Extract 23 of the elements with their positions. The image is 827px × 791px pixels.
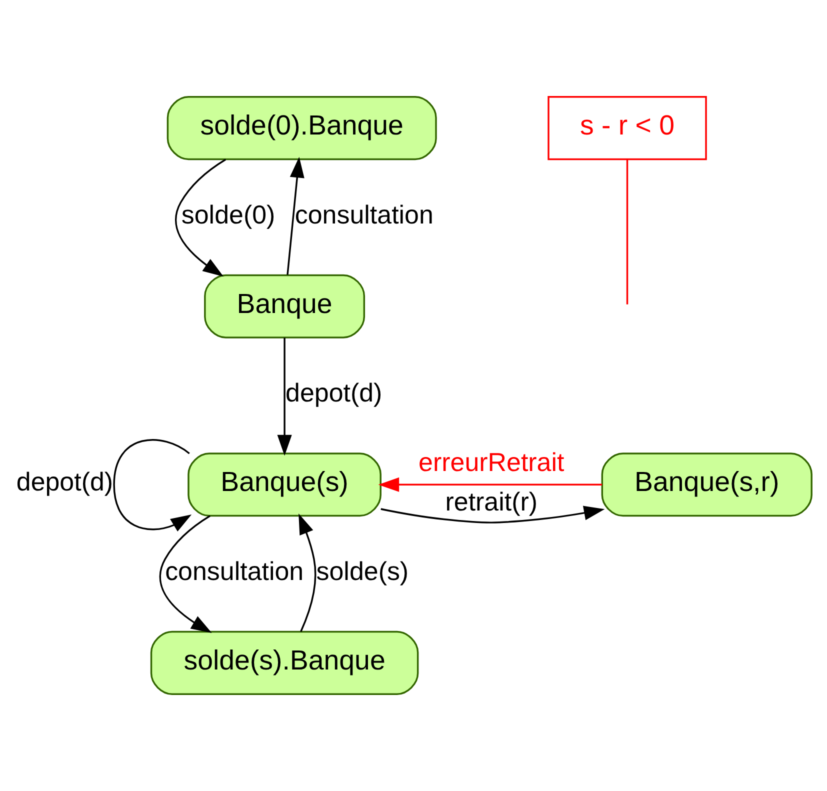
edge-label: solde(0)	[181, 199, 276, 230]
edge-label: retrait(r)	[445, 486, 538, 517]
node-box: Banque	[204, 274, 366, 338]
arrow	[378, 477, 602, 492]
arrow	[113, 439, 192, 532]
arrow	[159, 515, 212, 634]
arrow	[380, 506, 605, 524]
node-box: solde(s).Banque	[150, 630, 419, 695]
node-box: Banque(s,r)	[601, 452, 812, 517]
arrow	[175, 158, 226, 277]
edge-label: solde(s)	[316, 556, 409, 586]
edge-label: consultation	[165, 556, 304, 586]
arrow	[298, 514, 316, 632]
edge-label: consultation	[294, 199, 434, 230]
arrow	[286, 156, 304, 275]
node-box: Banque(s)	[188, 452, 382, 517]
edge-label: depot(d)	[286, 378, 382, 408]
arrow	[277, 338, 292, 456]
node-box: s - r < 0	[548, 96, 707, 160]
node-box: solde(0).Banque	[166, 96, 437, 160]
connector	[626, 159, 628, 304]
edge-label: erreurRetrait	[418, 446, 564, 477]
edge-label: depot(d)	[16, 466, 114, 497]
